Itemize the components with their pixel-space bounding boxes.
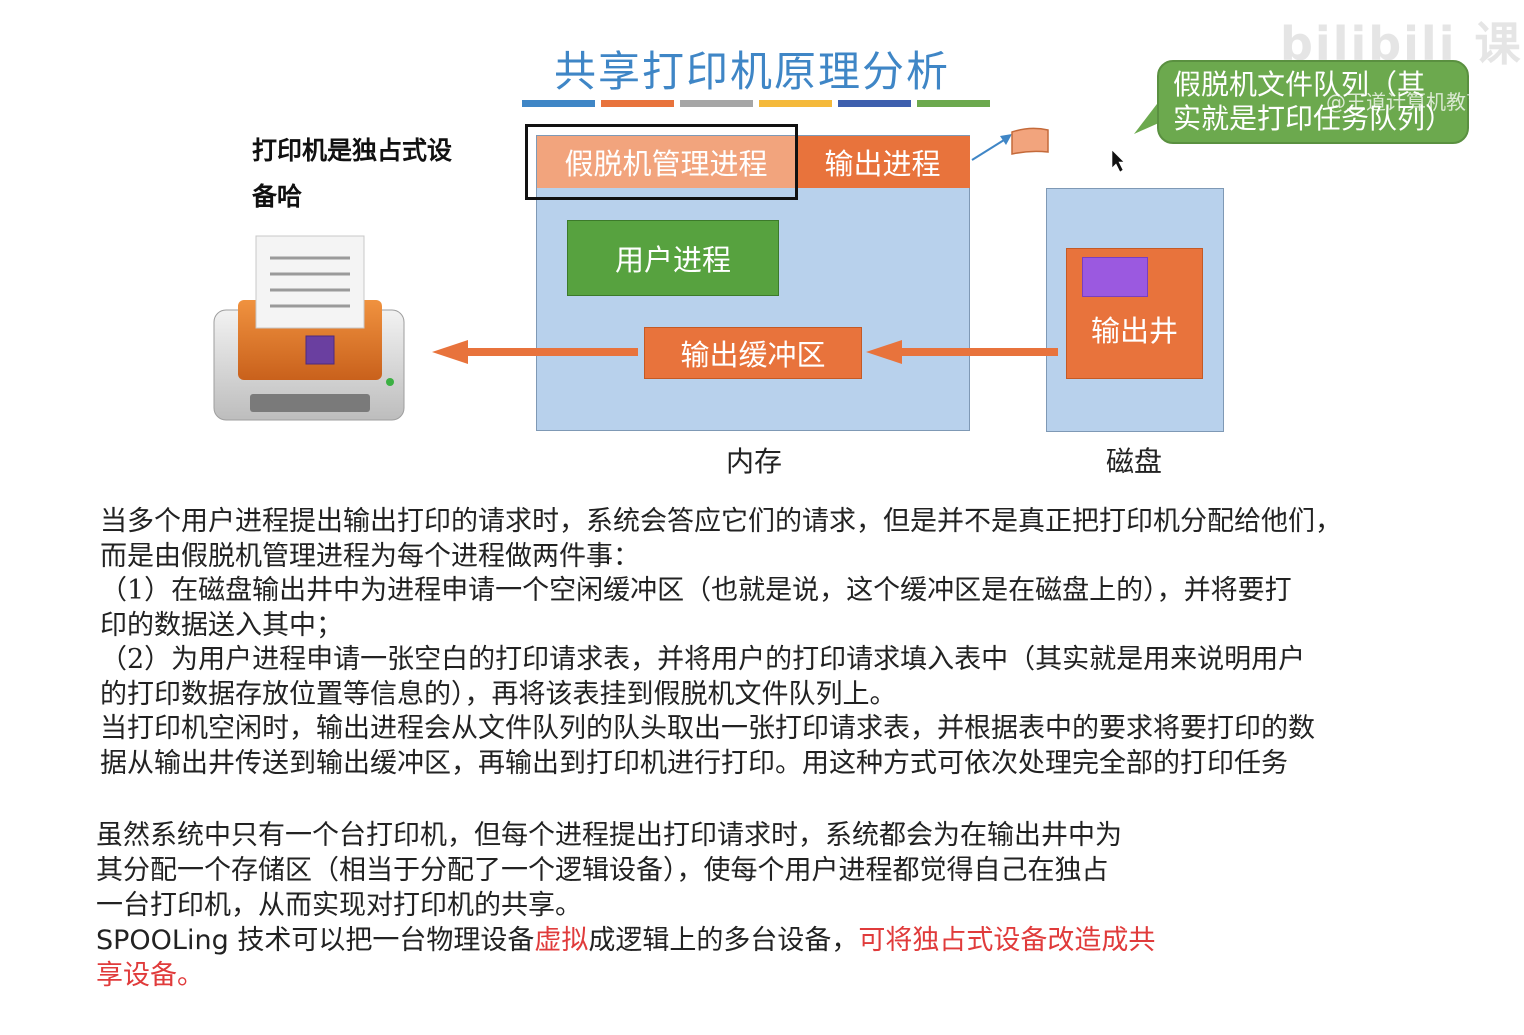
- text-line: 的打印数据存放位置等信息的），再将该表挂到假脱机文件队列上。: [100, 678, 897, 710]
- title-underline-blue: [522, 100, 595, 107]
- disk-label: 磁盘: [1106, 445, 1163, 478]
- text-line: 据从输出井传送到输出缓冲区，再输出到打印机进行打印。用这种方式可依次处理完全部的…: [100, 747, 1288, 779]
- mouse-cursor-icon: [1111, 149, 1125, 173]
- highlight-conclusion: 可将独占式设备改造成共: [858, 925, 1156, 956]
- output-process: 输出进程: [795, 136, 970, 188]
- text-segment: 技术可以把一台物理设备: [228, 925, 535, 956]
- text-line: 当打印机空闲时，输出进程会从文件队列的队头取出一张打印请求表，并根据表中的要求将…: [100, 713, 1315, 744]
- title-underline-yellow: [759, 100, 832, 107]
- queue-flag-icon: [1011, 127, 1049, 155]
- annotation-note: 打印机是独占式设 备哈: [252, 128, 492, 220]
- spooling-term: SPOOLing: [96, 925, 229, 956]
- arrow-well-to-buffer: [866, 340, 1058, 364]
- well-buffer-slot: [1082, 257, 1148, 297]
- title-underline-gray: [680, 100, 753, 107]
- title-underline-green: [917, 100, 990, 107]
- text-line: SPOOLing 技术可以把一台物理设备虚拟成逻辑上的多台设备，可将独占式设备改…: [96, 923, 1246, 958]
- highlight-frame: [525, 124, 798, 200]
- text-line: （1）在磁盘输出井中为进程申请一个空闲缓冲区（也就是说，这个缓冲区是在磁盘上的）…: [100, 575, 1292, 606]
- highlight-virtual: 虚拟: [534, 925, 589, 956]
- text-line: 享设备。: [96, 958, 1246, 993]
- spool-queue-bubble: 假脱机文件队列（其 实就是打印任务队列）: [1157, 60, 1469, 144]
- explanation-text: 当多个用户进程提出输出打印的请求时，系统会答应它们的请求，但是并不是真正把打印机…: [100, 505, 1440, 781]
- arrow-output-process-to-queue: [971, 134, 1012, 161]
- title-underline-navy: [838, 100, 911, 107]
- arrows-layer: [432, 100, 1170, 364]
- text-line: 虽然系统中只有一个台打印机，但每个进程提出打印请求时，系统都会为在输出井中为: [96, 820, 1122, 851]
- text-line: 印的数据送入其中；: [100, 609, 343, 641]
- output-buffer: 输出缓冲区: [644, 327, 862, 379]
- arrow-buffer-to-printer: [432, 340, 638, 364]
- memory-label: 内存: [726, 445, 783, 478]
- text-segment: 成逻辑上的多台设备，: [588, 925, 859, 956]
- text-line: 其分配一个存储区（相当于分配了一个逻辑设备），使每个用户进程都觉得自己在独占: [96, 855, 1109, 886]
- annotation-line-2: 备哈: [252, 182, 303, 211]
- title-underline-orange: [601, 100, 674, 107]
- user-process: 用户进程: [567, 220, 779, 296]
- bubble-line-2: 实就是打印任务队列）: [1173, 102, 1454, 135]
- spool-manager-process: 假脱机管理进程: [537, 136, 795, 188]
- text-line: 一台打印机，从而实现对打印机的共享。: [96, 890, 582, 921]
- text-line: 而是由假脱机管理进程为每个进程做两件事：: [100, 540, 640, 572]
- highlight-conclusion-end: 享设备。: [96, 960, 204, 991]
- page-title: 共享打印机原理分析: [553, 47, 950, 96]
- bubble-line-1: 假脱机文件队列（其: [1173, 68, 1426, 101]
- annotation-line-1: 打印机是独占式设: [252, 136, 453, 165]
- text-line: （2）为用户进程申请一张空白的打印请求表，并将用户的打印请求填入表中（其实就是用…: [100, 644, 1306, 675]
- text-line: 当多个用户进程提出输出打印的请求时，系统会答应它们的请求，但是并不是真正把打印机…: [100, 506, 1342, 537]
- watermark-credit: @王道计算机教育: [1326, 90, 1486, 114]
- printer-icon: [213, 235, 405, 421]
- summary-text: 虽然系统中只有一个台打印机，但每个进程提出打印请求时，系统都会为在输出井中为 其…: [96, 818, 1246, 993]
